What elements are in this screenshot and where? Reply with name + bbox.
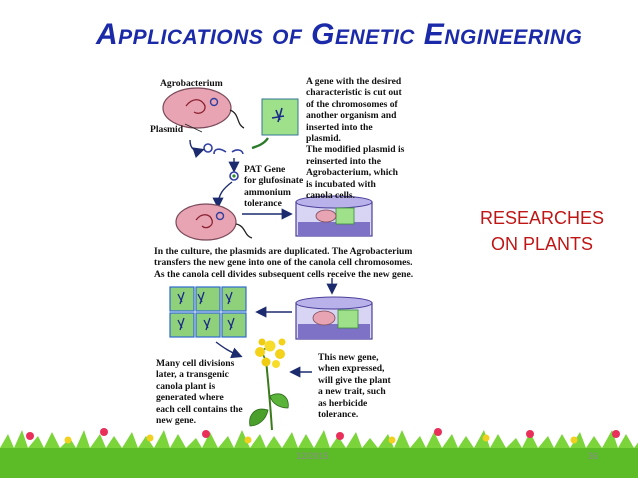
petri-dish-icon [295,195,373,237]
slide-title: Applications of Genetic Engineering [96,18,583,51]
pat-gene-label: PAT Gene for glufosinate ammonium tolera… [244,164,304,210]
page-number: 36 [588,451,599,461]
grass-border-decoration [0,428,638,478]
plasmid-label: Plasmid [150,124,184,135]
canola-plant-icon [249,338,289,431]
step-2-text: In the culture, the plasmids are duplica… [154,246,414,280]
plant-cells-grid-icon [169,286,247,338]
agrobacterium-label: Agrobacterium [160,78,223,89]
plasmid-icon [203,143,244,155]
footer-date: 12/2015 [296,451,329,461]
agrobacterium-cell-icon [162,87,245,133]
step-3-text: Many cell divisions later, a transgenic … [156,358,243,427]
donor-cell-icon [261,98,299,136]
researches-on-plants-note: RESEARCHES ON PLANTS [479,208,605,254]
modified-agrobacterium-icon [175,203,253,241]
step-1-text: A gene with the desired characteristic i… [306,76,405,202]
petri-dish-icon [295,296,373,340]
step-4-text: This new gene, when expressed, will give… [318,352,391,421]
